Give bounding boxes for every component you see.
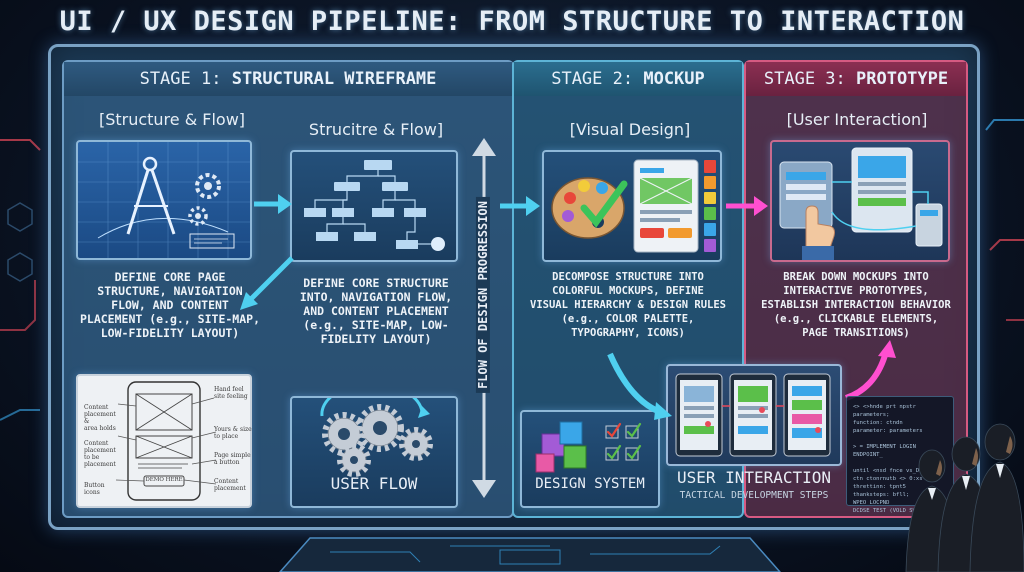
stage2-prefix: STAGE 2: xyxy=(551,69,644,89)
structure-flow-label-1: [Structure & Flow] xyxy=(98,110,246,129)
prototype-card xyxy=(770,140,950,262)
structure-flow-label-2: Strucitre & Flow] xyxy=(308,120,444,139)
stage1-right-description: DEFINE CORE STRUCTURE INTO, NAVIGATION F… xyxy=(299,276,453,346)
swatch-purple xyxy=(704,239,716,252)
stage3-name: PROTOTYPE xyxy=(856,69,949,89)
prototype-screens-icon xyxy=(779,147,943,260)
phone-sketch-icon xyxy=(115,381,217,501)
right-circuit-decoration xyxy=(985,119,1024,321)
swatch-green xyxy=(704,207,716,221)
arrow-mockup-to-prototype-icon xyxy=(726,196,768,216)
arrow-interaction-to-prototype-icon xyxy=(844,340,896,401)
user-flow-label: USER FLOW xyxy=(330,474,418,493)
stage2-name: MOCKUP xyxy=(643,69,705,89)
palette-mockup-icon xyxy=(551,159,699,253)
swatch-blue xyxy=(704,223,716,237)
visual-design-label: [Visual Design] xyxy=(569,120,691,139)
swatch-orange xyxy=(704,175,716,189)
arrow-flowchart-to-mockup-icon xyxy=(500,196,540,216)
arrow-description-to-interaction-icon xyxy=(607,352,672,420)
three-phones-icon xyxy=(675,373,831,457)
blueprint-card xyxy=(76,140,252,260)
user-interaction-bottom-label: USER INTERACTION xyxy=(676,468,832,487)
color-swatch-strip xyxy=(704,160,716,252)
stage1-name: STRUCTURAL WIREFRAME xyxy=(231,69,437,89)
visual-design-card xyxy=(542,150,722,262)
stage1-header: STAGE 1: STRUCTURAL WIREFRAME xyxy=(64,62,512,96)
design-system-card xyxy=(520,410,660,508)
stage2-description: DECOMPOSE STRUCTURE INTO COLORFUL MOCKUP… xyxy=(530,271,726,339)
cubes-checklist-icon xyxy=(535,421,642,473)
design-system-label: DESIGN SYSTEM xyxy=(535,476,645,492)
arrow-blueprint-to-flowchart-icon xyxy=(254,194,292,214)
page-title: UI / UX DESIGN PIPELINE: FROM STRUCTURE … xyxy=(59,6,965,37)
blueprint-compass-icon xyxy=(78,142,250,258)
flowchart-diagram-icon xyxy=(304,160,445,251)
arrow-flowchart-down-left-icon xyxy=(240,256,294,310)
sketch-button-label: DEMO HERE xyxy=(145,477,183,483)
stage3-description: BREAK DOWN MOCKUPS INTO INTERACTIVE PROT… xyxy=(761,271,951,339)
stage3-header: STAGE 3: PROTOTYPE xyxy=(746,62,966,96)
stage2-header: STAGE 2: MOCKUP xyxy=(514,62,742,96)
tactical-steps-label: TACTICAL DEVELOPMENT STEPS xyxy=(679,490,829,501)
stage3-prefix: STAGE 3: xyxy=(763,69,856,89)
left-circuit-decoration xyxy=(0,139,41,421)
floor-console-decoration xyxy=(278,537,782,572)
stage1-prefix: STAGE 1: xyxy=(139,69,232,89)
observers-silhouette-icon xyxy=(905,423,1024,572)
stage1-left-description: DEFINE CORE PAGE STRUCTURE, NAVIGATION F… xyxy=(79,270,260,340)
gears-icon xyxy=(320,398,433,477)
swatch-yellow xyxy=(704,191,716,205)
user-interaction-label: [User Interaction] xyxy=(786,110,928,129)
swatch-red xyxy=(704,160,716,173)
user-interaction-card xyxy=(666,364,842,466)
user-flow-card xyxy=(290,396,458,508)
flowchart-card xyxy=(290,150,458,262)
